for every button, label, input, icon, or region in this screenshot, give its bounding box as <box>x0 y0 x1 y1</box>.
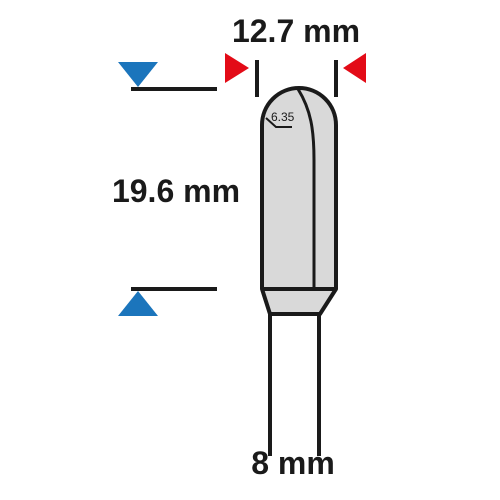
radius-label: 6.35 <box>271 110 295 124</box>
radius-leader <box>265 117 292 128</box>
height-label: 19.6 mm <box>112 173 240 209</box>
height-arrow-bottom <box>118 291 158 316</box>
bit-cutter-body <box>260 86 338 316</box>
height-arrow-top <box>118 62 158 87</box>
shank-label: 8 mm <box>251 445 335 481</box>
bit-shank <box>268 312 321 456</box>
bit-flute-line <box>296 88 316 289</box>
width-label: 12.7 mm <box>232 13 360 49</box>
width-arrow-left <box>225 53 249 83</box>
width-arrow-right <box>343 53 366 83</box>
